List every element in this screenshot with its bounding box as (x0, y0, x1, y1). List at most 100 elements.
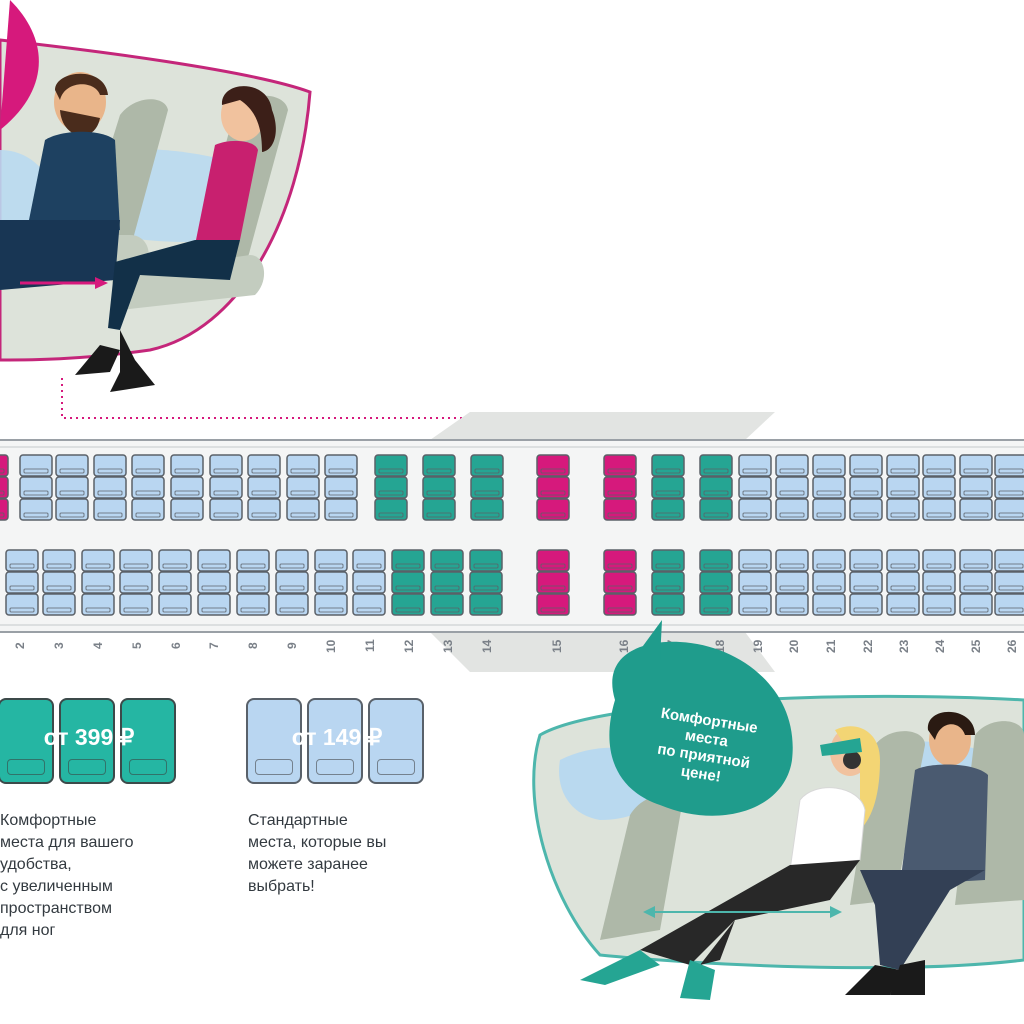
seat-row-8[interactable] (236, 549, 270, 572)
seat-row-15[interactable] (536, 476, 570, 499)
seat-row-16[interactable] (603, 498, 637, 521)
seat-row-5[interactable] (119, 593, 153, 616)
seat-row-22[interactable] (849, 454, 883, 477)
seat-row-17[interactable] (651, 454, 685, 477)
seat-row-26[interactable] (994, 571, 1024, 594)
seat-row-8[interactable] (247, 476, 281, 499)
seat-row-4[interactable] (93, 476, 127, 499)
seat-row-9[interactable] (286, 498, 320, 521)
seat-row-18[interactable] (699, 571, 733, 594)
seat-row-5[interactable] (119, 549, 153, 572)
seat-row-14[interactable] (469, 593, 503, 616)
seat-row-21[interactable] (812, 476, 846, 499)
seat-row-14[interactable] (469, 571, 503, 594)
seat-row-10[interactable] (324, 454, 358, 477)
seat-row-26[interactable] (994, 593, 1024, 616)
seat-row-21[interactable] (812, 454, 846, 477)
seat-row-23[interactable] (886, 593, 920, 616)
seat-row-25[interactable] (959, 454, 993, 477)
seat-row-4[interactable] (93, 498, 127, 521)
seat-row-12[interactable] (391, 593, 425, 616)
seat-row-5[interactable] (131, 498, 165, 521)
seat-row-17[interactable] (651, 593, 685, 616)
seat-row-20[interactable] (775, 549, 809, 572)
seat-row-19[interactable] (738, 476, 772, 499)
seat-row-11[interactable] (352, 571, 386, 594)
seat-row-13[interactable] (430, 549, 464, 572)
seat-row-13[interactable] (422, 476, 456, 499)
seat-row-22[interactable] (849, 571, 883, 594)
seat-row-20[interactable] (775, 476, 809, 499)
seat-row-5[interactable] (131, 476, 165, 499)
seat-row-20[interactable] (775, 571, 809, 594)
seat-row-10[interactable] (314, 549, 348, 572)
seat-row-2[interactable] (19, 454, 53, 477)
seat-row-24[interactable] (922, 571, 956, 594)
seat-row-25[interactable] (959, 593, 993, 616)
seat-row-23[interactable] (886, 454, 920, 477)
seat-row-5[interactable] (119, 571, 153, 594)
seat-row-19[interactable] (738, 498, 772, 521)
seat-row-20[interactable] (775, 593, 809, 616)
seat-row-23[interactable] (886, 549, 920, 572)
seat-row-1[interactable] (0, 476, 9, 499)
seat-row-18[interactable] (699, 454, 733, 477)
seat-row-15[interactable] (536, 571, 570, 594)
seat-row-8[interactable] (236, 593, 270, 616)
seat-row-18[interactable] (699, 498, 733, 521)
seat-row-22[interactable] (849, 593, 883, 616)
seat-row-13[interactable] (422, 498, 456, 521)
seat-row-26[interactable] (994, 454, 1024, 477)
seat-row-6[interactable] (158, 571, 192, 594)
seat-row-18[interactable] (699, 476, 733, 499)
seat-row-25[interactable] (959, 571, 993, 594)
seat-row-21[interactable] (812, 549, 846, 572)
seat-row-10[interactable] (314, 593, 348, 616)
seat-row-20[interactable] (775, 454, 809, 477)
seat-row-22[interactable] (849, 476, 883, 499)
seat-row-3[interactable] (55, 454, 89, 477)
seat-row-23[interactable] (886, 476, 920, 499)
seat-row-4[interactable] (81, 549, 115, 572)
seat-row-12[interactable] (374, 454, 408, 477)
seat-row-12[interactable] (391, 571, 425, 594)
seat-row-1[interactable] (0, 454, 9, 477)
seat-row-6[interactable] (158, 593, 192, 616)
seat-row-7[interactable] (197, 593, 231, 616)
seat-row-13[interactable] (422, 454, 456, 477)
seat-row-15[interactable] (536, 498, 570, 521)
seat-row-23[interactable] (886, 571, 920, 594)
seat-row-16[interactable] (603, 593, 637, 616)
seat-row-16[interactable] (603, 454, 637, 477)
seat-row-26[interactable] (994, 498, 1024, 521)
seat-row-9[interactable] (286, 454, 320, 477)
seat-row-3[interactable] (55, 498, 89, 521)
seat-row-3[interactable] (42, 571, 76, 594)
seat-row-8[interactable] (247, 498, 281, 521)
seat-row-6[interactable] (170, 476, 204, 499)
seat-row-16[interactable] (603, 476, 637, 499)
seat-row-6[interactable] (170, 454, 204, 477)
seat-row-20[interactable] (775, 498, 809, 521)
seat-row-17[interactable] (651, 498, 685, 521)
seat-row-18[interactable] (699, 549, 733, 572)
seat-row-13[interactable] (430, 593, 464, 616)
seat-row-21[interactable] (812, 593, 846, 616)
seat-row-26[interactable] (994, 549, 1024, 572)
seat-row-11[interactable] (352, 593, 386, 616)
seat-row-7[interactable] (209, 476, 243, 499)
seat-row-7[interactable] (209, 498, 243, 521)
seat-row-11[interactable] (352, 549, 386, 572)
seat-row-10[interactable] (324, 476, 358, 499)
seat-row-14[interactable] (470, 498, 504, 521)
seat-row-15[interactable] (536, 454, 570, 477)
seat-row-2[interactable] (5, 571, 39, 594)
seat-row-6[interactable] (170, 498, 204, 521)
seat-row-2[interactable] (5, 549, 39, 572)
seat-row-12[interactable] (391, 549, 425, 572)
seat-row-4[interactable] (93, 454, 127, 477)
seat-row-15[interactable] (536, 549, 570, 572)
seat-row-18[interactable] (699, 593, 733, 616)
seat-row-19[interactable] (738, 571, 772, 594)
seat-row-13[interactable] (430, 571, 464, 594)
